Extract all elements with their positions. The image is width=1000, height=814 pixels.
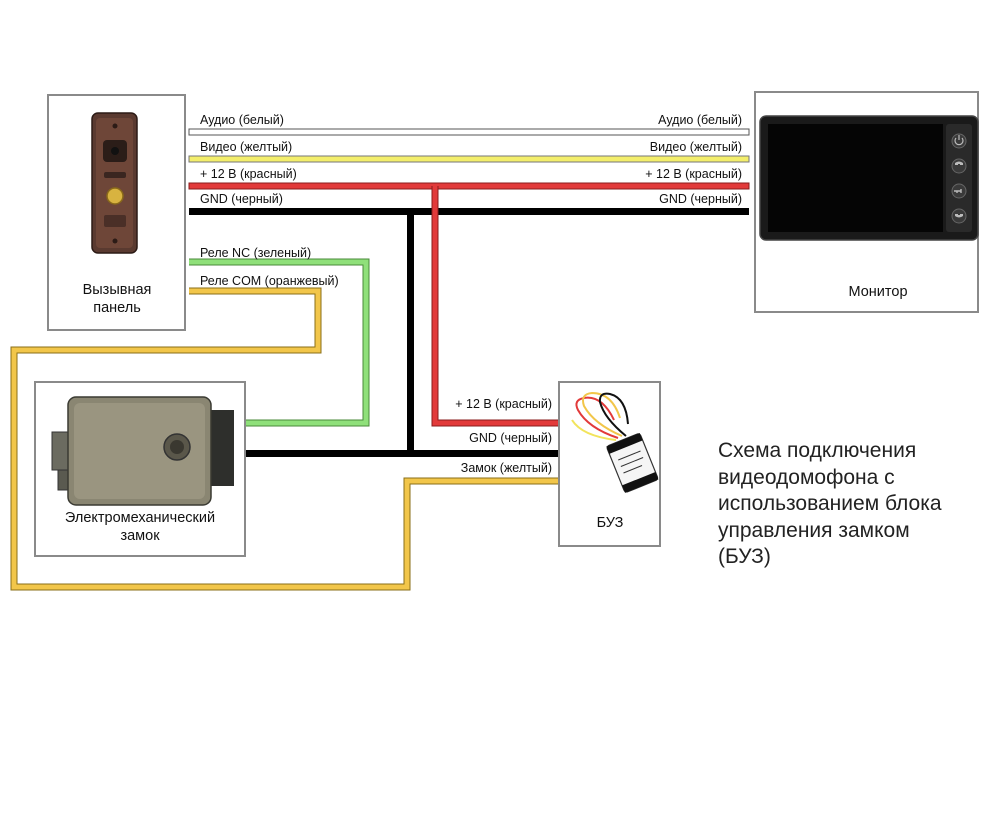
call-panel-label-1: Вызывная	[83, 282, 152, 298]
label-gnd-right: GND (черный)	[659, 192, 742, 206]
diagram-caption: Схема подключения видеодомофона с исполь…	[718, 438, 998, 571]
caption-line-4: управления замком	[718, 518, 910, 542]
wire-buz-power	[431, 186, 558, 427]
wire-buz-power-core	[432, 186, 558, 426]
power-icon	[954, 135, 964, 146]
label-video-left: Видео (желтый)	[200, 140, 292, 154]
wire-video	[188, 155, 750, 163]
wire-buz-gnd	[246, 450, 558, 457]
monitor-icon	[759, 115, 979, 241]
wire-gnd-drop	[407, 210, 414, 456]
wire-relay-nc-core	[189, 259, 369, 426]
wire-relay-com-core	[11, 288, 558, 590]
label-buz-gnd: GND (черный)	[469, 431, 552, 445]
lock-icon	[51, 396, 234, 506]
phone-icon	[955, 161, 963, 165]
buz-box: БУЗ	[558, 381, 661, 547]
lock-label-2: замок	[120, 528, 160, 544]
label-relay-nc: Реле NC (зеленый)	[200, 246, 311, 260]
label-video-right: Видео (желтый)	[650, 140, 742, 154]
caption-line-3: использованием блока	[718, 492, 942, 515]
caption-line-2: видеодомофона с	[718, 465, 895, 489]
caption-line-5: (БУЗ)	[718, 545, 771, 568]
key-icon	[954, 189, 962, 193]
label-gnd-left: GND (черный)	[200, 192, 283, 206]
wire-gnd	[189, 208, 749, 215]
lock-box: Электромеханический замок	[34, 381, 246, 557]
call-panel-box: Вызывная панель	[47, 94, 186, 331]
wire-power	[188, 182, 750, 190]
caption-line-1: Схема подключения	[718, 439, 917, 462]
label-audio-left: Аудио (белый)	[200, 113, 284, 127]
label-relay-com: Реле COM (оранжевый)	[200, 274, 339, 288]
buz-icon	[571, 391, 659, 493]
label-buz-lock: Замок (желтый)	[461, 461, 552, 475]
monitor-label: Монитор	[848, 284, 907, 300]
label-power-right: + 12 В (красный)	[645, 167, 742, 181]
hangup-icon	[955, 214, 963, 218]
monitor-box: Монитор	[754, 91, 979, 313]
lock-label-1: Электромеханический	[65, 510, 215, 526]
label-audio-right: Аудио (белый)	[658, 113, 742, 127]
label-power-left: + 12 В (красный)	[200, 167, 297, 181]
call-panel-label-2: панель	[93, 300, 141, 316]
wire-audio	[188, 128, 750, 136]
label-buz-power: + 12 В (красный)	[455, 397, 552, 411]
buz-label: БУЗ	[597, 515, 624, 531]
call-panel-icon	[91, 112, 138, 254]
